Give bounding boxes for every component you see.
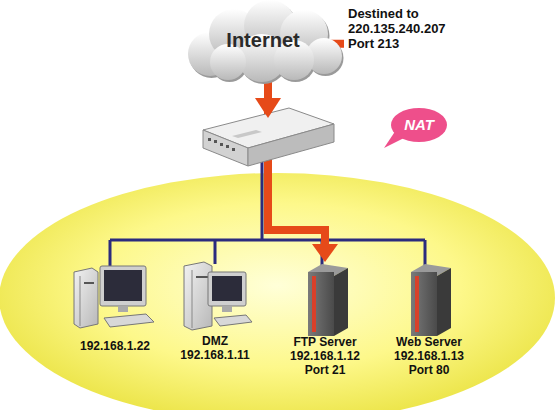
arrowhead	[312, 244, 338, 262]
workstation-icon	[74, 266, 154, 328]
server-node: FTP Server192.168.1.12Port 21	[282, 262, 368, 377]
cloud-node: Internet	[182, 0, 344, 84]
text-holder: NAT	[391, 108, 447, 142]
server-node: Web Server192.168.1.13Port 80	[386, 262, 472, 377]
destination-note: Destined to 220.135.240.207 Port 213	[348, 6, 468, 51]
node-title: Web Server	[386, 335, 472, 349]
web-server-icon	[411, 264, 451, 336]
node-detail: Port 21	[282, 363, 368, 377]
node-detail: 192.168.1.13	[386, 349, 472, 363]
node-detail: Port 80	[386, 363, 472, 377]
node-title: FTP Server	[282, 335, 368, 349]
callout-bubble: NAT	[382, 106, 448, 150]
node-detail: 192.168.1.11	[170, 348, 260, 362]
node-detail: 192.168.1.12	[282, 349, 368, 363]
dmz-computer-icon	[184, 262, 252, 330]
host-node: 192.168.1.22	[60, 255, 170, 353]
host-node: DMZ192.168.1.11	[170, 255, 260, 362]
node-title: NAT	[404, 116, 434, 134]
text-holder: Internet	[182, 0, 344, 80]
ftp-server-icon	[308, 264, 348, 336]
lan-area	[0, 173, 555, 410]
arrowhead-decoration	[255, 98, 281, 118]
node-title: Internet	[226, 28, 299, 52]
node-title: DMZ	[170, 334, 260, 348]
node-title: 192.168.1.22	[60, 339, 170, 353]
